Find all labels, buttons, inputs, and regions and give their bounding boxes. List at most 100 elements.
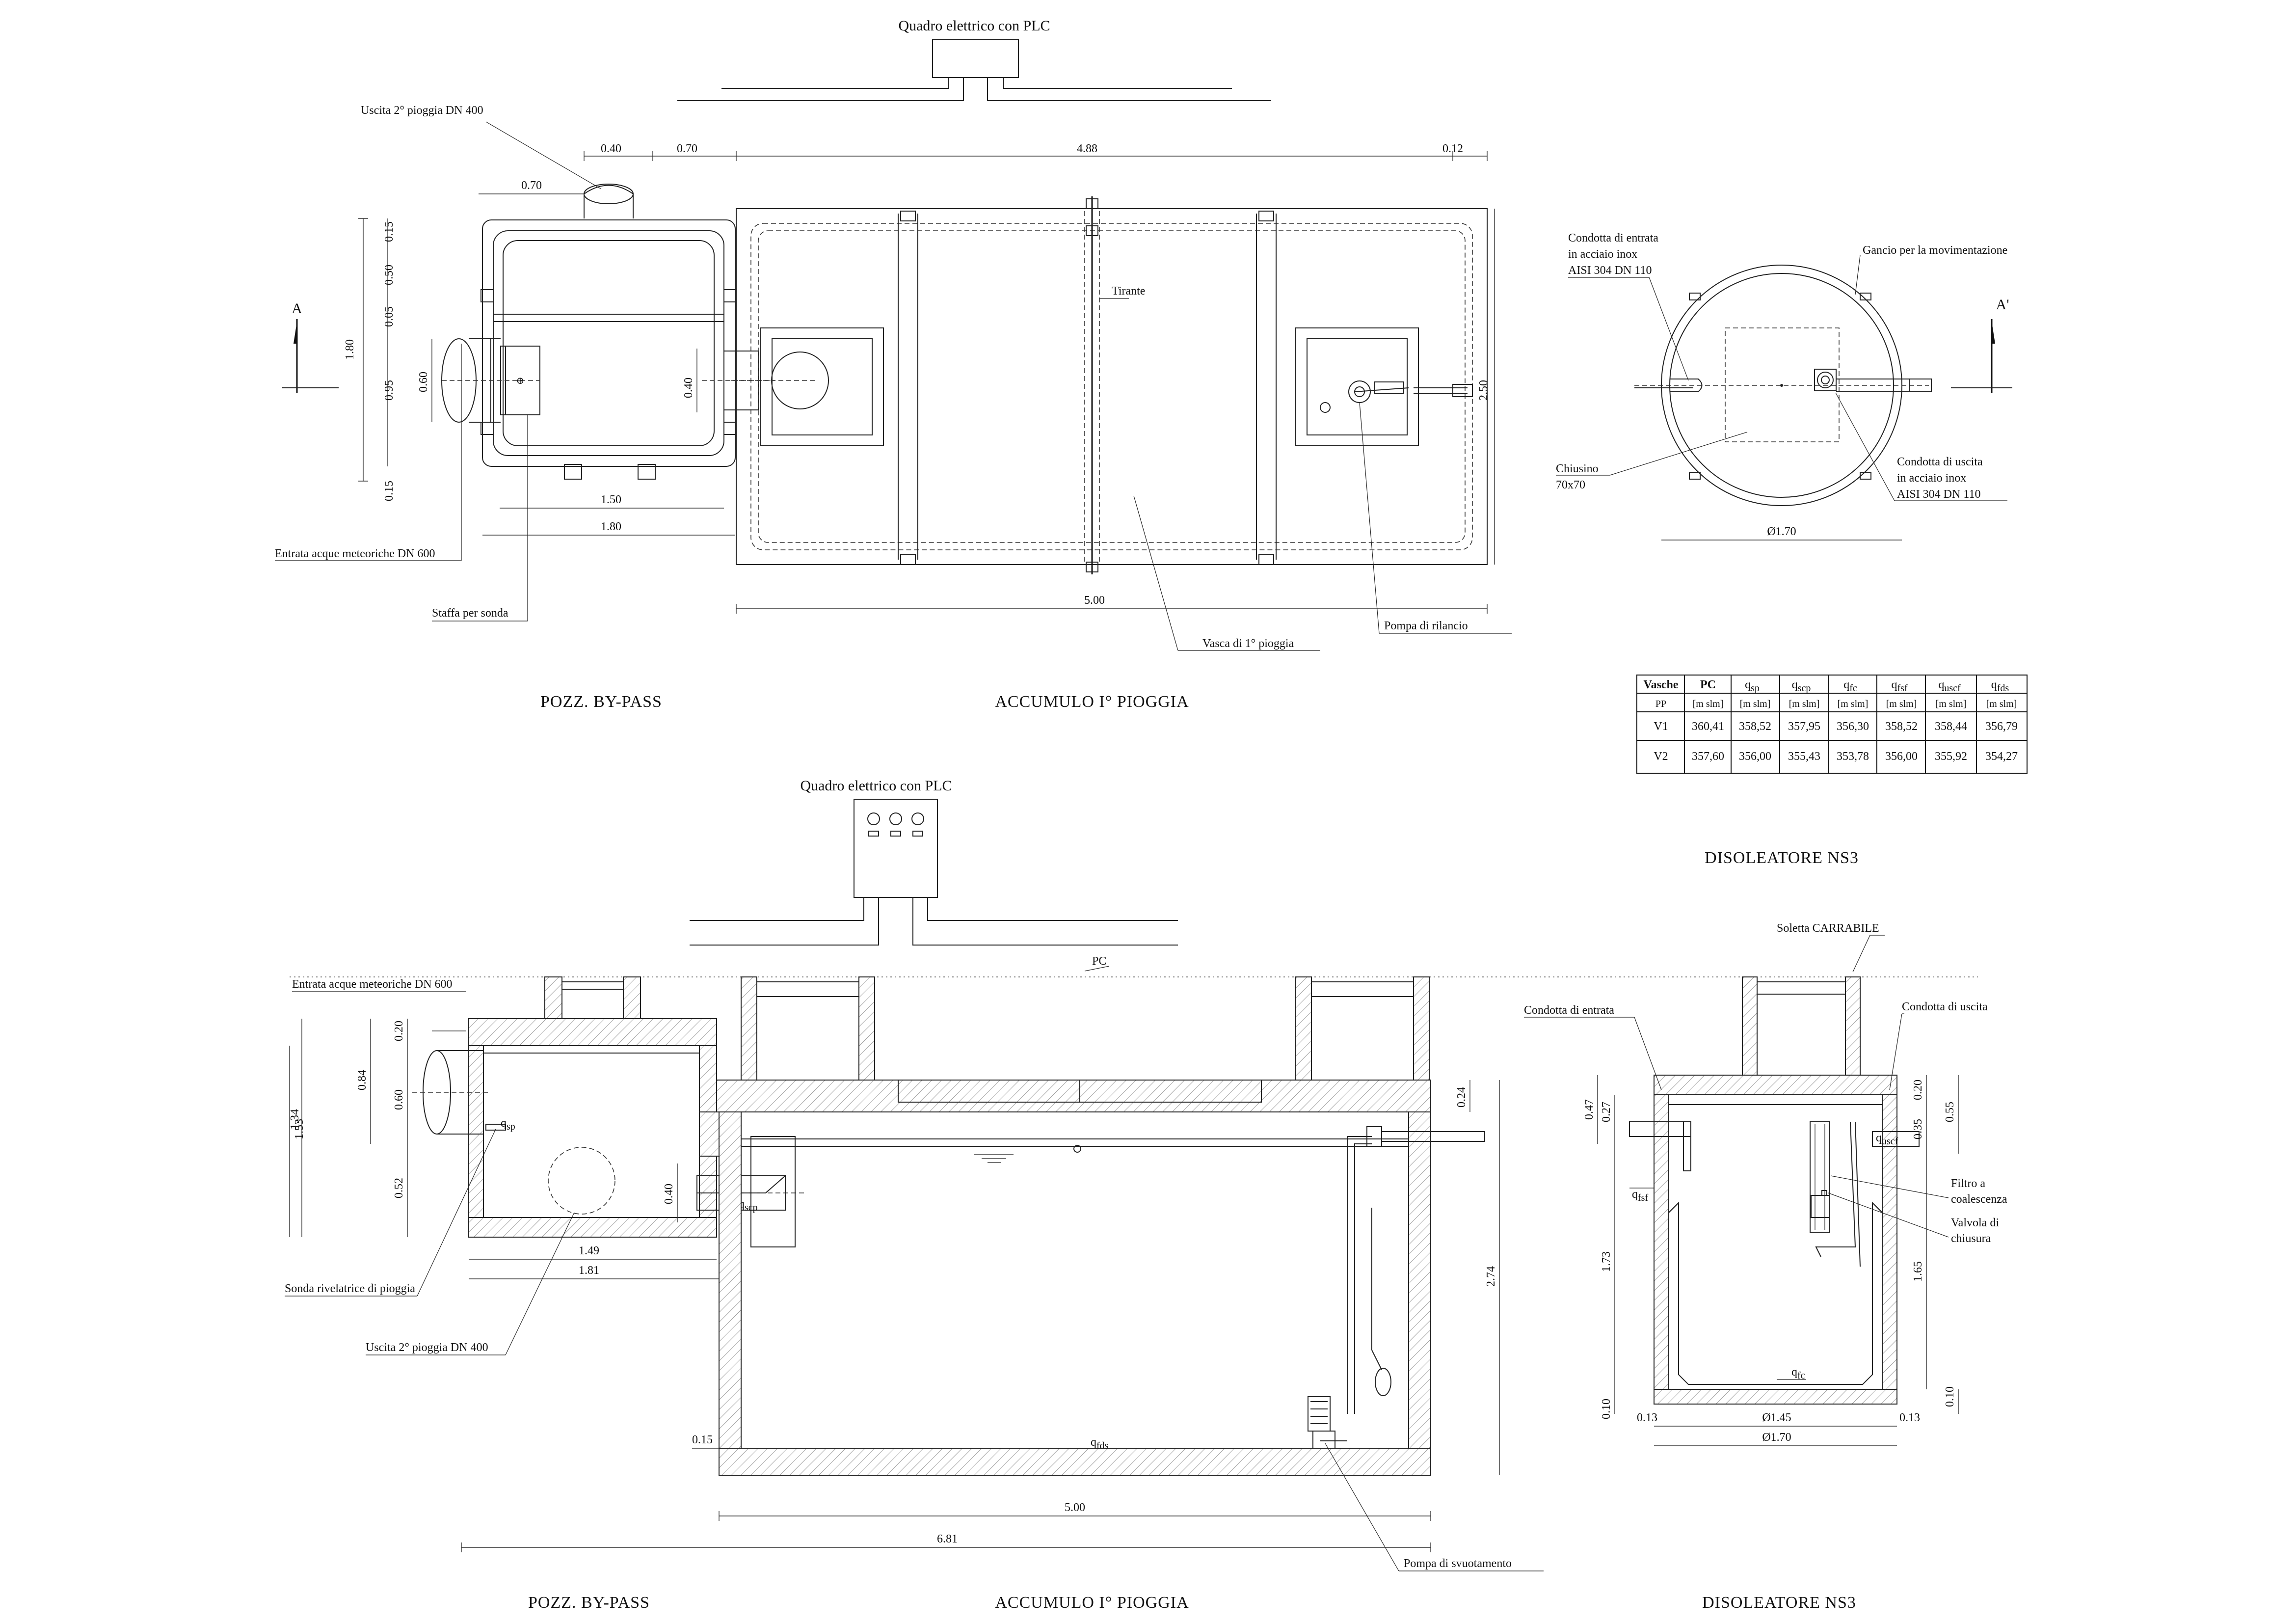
ns3-section: Soletta CARRABILE qfsf quscf qfc Condott… bbox=[1524, 922, 2007, 1612]
plan-dims-bottom-bypass: 1.50 1.80 Entrata acque meteoriche DN 60… bbox=[275, 344, 735, 622]
table-h1-0: Vasche bbox=[1643, 678, 1678, 691]
dim-sec-500: 5.00 bbox=[1065, 1501, 1085, 1514]
ns3-sec-out-label: Condotta di uscita bbox=[1902, 1001, 1988, 1013]
dim-plan-060: 0.60 bbox=[417, 372, 430, 392]
section-dims-bypass: 1.49 1.81 bbox=[469, 1244, 734, 1279]
table-h1-6: quscf bbox=[1938, 678, 1961, 694]
tank-section: Pompa di svuotamento qfds 0.24 2.74 0.15… bbox=[461, 976, 1544, 1571]
svg-text:354,27: 354,27 bbox=[1985, 750, 2018, 763]
plc-panel-section: Quadro elettrico con PLC bbox=[690, 778, 1178, 946]
dim-sec-024: 0.24 bbox=[1455, 1087, 1468, 1108]
table-h2-1: [m slm] bbox=[1693, 699, 1724, 709]
dim-sec-left-1: 1.53 bbox=[293, 1119, 306, 1139]
ns3-dim-right-2: 0.55 bbox=[1944, 1102, 1956, 1122]
title-accumulo-plan: ACCUMULO I° PIOGGIA bbox=[995, 693, 1189, 711]
table-h2-3: [m slm] bbox=[1789, 699, 1820, 709]
ns3-dim-left-0: 0.47 bbox=[1583, 1099, 1596, 1120]
dim-sec-015: 0.15 bbox=[692, 1434, 713, 1446]
table-h1-4: qfc bbox=[1843, 678, 1857, 694]
table-h1-7: qfds bbox=[1991, 678, 2009, 694]
filtro-label-0: Filtro a bbox=[1951, 1177, 1985, 1190]
plan-staffa-label: Staffa per sonda bbox=[432, 607, 508, 620]
table-h2-0: PP bbox=[1655, 699, 1666, 709]
section-mark-a: A bbox=[292, 300, 302, 317]
svg-text:356,00: 356,00 bbox=[1739, 750, 1771, 763]
plan-view: Quadro elettrico con PLC 0.40 0.70 4.88 … bbox=[275, 18, 1512, 711]
table-h2-2: [m slm] bbox=[1740, 699, 1771, 709]
tank-plan: 0.40 2.50 Tirante 5.00 Vasca bbox=[682, 196, 1512, 651]
title-accumulo-section: ACCUMULO I° PIOGGIA bbox=[995, 1594, 1189, 1612]
dim-plan-left-0: 0.15 bbox=[383, 221, 396, 242]
svg-text:357,95: 357,95 bbox=[1788, 720, 1820, 733]
svg-text:V2: V2 bbox=[1654, 750, 1668, 763]
dim-plan-top-1: 0.70 bbox=[677, 142, 697, 155]
dim-plan-250: 2.50 bbox=[1477, 380, 1490, 401]
ns3-plan: A' Condotta di entrata in acciaio inox A… bbox=[1556, 232, 2012, 867]
q-uscf: quscf bbox=[1876, 1132, 1898, 1147]
dim-plan-left-2: 0.05 bbox=[383, 306, 396, 327]
svg-text:356,30: 356,30 bbox=[1837, 720, 1869, 733]
plan-tirante-label: Tirante bbox=[1112, 285, 1145, 298]
ns3-dim-bottom-2: 0.13 bbox=[1899, 1411, 1920, 1424]
dim-plan-040: 0.40 bbox=[682, 378, 695, 398]
ns3-in-label-2: AISI 304 DN 110 bbox=[1568, 264, 1652, 277]
svg-text:358,52: 358,52 bbox=[1739, 720, 1771, 733]
dim-sec-181: 1.81 bbox=[579, 1264, 599, 1277]
svg-text:357,60: 357,60 bbox=[1692, 750, 1724, 763]
ns3-dim-bottom-0: 0.13 bbox=[1637, 1411, 1657, 1424]
q-fsf: qfsf bbox=[1632, 1188, 1648, 1203]
section-view: Quadro elettrico con PLC PC bbox=[285, 778, 1978, 1612]
plan-entrata-label: Entrata acque meteoriche DN 600 bbox=[275, 547, 435, 560]
title-bypass-section: POZZ. BY-PASS bbox=[528, 1594, 650, 1612]
dim-plan-180v: 1.80 bbox=[344, 339, 356, 360]
svg-text:353,78: 353,78 bbox=[1837, 750, 1869, 763]
valvola-label-0: Valvola di bbox=[1951, 1217, 1999, 1229]
table-h1-1: PC bbox=[1700, 678, 1716, 691]
ns3-dim-right-1: 0.35 bbox=[1912, 1119, 1924, 1139]
ns3-out-label-1: in acciaio inox bbox=[1897, 472, 1966, 485]
dim-plan-top-3: 0.12 bbox=[1442, 142, 1463, 155]
dim-plan-left-4: 0.15 bbox=[383, 481, 396, 501]
dim-plan-180h: 1.80 bbox=[601, 520, 621, 533]
pc-label: PC bbox=[1092, 955, 1106, 968]
ns3-in-label-0: Condotta di entrata bbox=[1568, 232, 1658, 244]
valvola-label-1: chiusura bbox=[1951, 1232, 1991, 1245]
ns3-in-label-1: in acciaio inox bbox=[1568, 248, 1637, 261]
plan-pompa-label: Pompa di rilancio bbox=[1384, 620, 1468, 632]
svg-text:360,41: 360,41 bbox=[1692, 720, 1724, 733]
dim-plan-070: 0.70 bbox=[521, 179, 542, 192]
table-h2-6: [m slm] bbox=[1936, 699, 1967, 709]
ns3-out-label-2: AISI 304 DN 110 bbox=[1897, 488, 1980, 501]
plc-label-section: Quadro elettrico con PLC bbox=[800, 778, 952, 794]
q-sp-section: qsp bbox=[501, 1117, 515, 1132]
section-uscita-label: Uscita 2° pioggia DN 400 bbox=[366, 1341, 488, 1354]
table-h1-3: qscp bbox=[1792, 678, 1811, 694]
table-h1-2: qsp bbox=[1745, 678, 1760, 694]
ns3-dim-right-3: 1.65 bbox=[1912, 1261, 1924, 1282]
svg-text:355,92: 355,92 bbox=[1935, 750, 1967, 763]
table-h2-7: [m slm] bbox=[1986, 699, 2017, 709]
ns3-dim-right-0: 0.20 bbox=[1912, 1080, 1924, 1100]
title-bypass-plan: POZZ. BY-PASS bbox=[540, 693, 662, 711]
table-h1-5: qfsf bbox=[1891, 678, 1907, 694]
table-row-v1: V1 360,41 358,52 357,95 356,30 358,52 35… bbox=[1654, 720, 2018, 733]
dim-plan-top-0: 0.40 bbox=[601, 142, 621, 155]
ns3-dim-left-3: 0.10 bbox=[1600, 1399, 1613, 1419]
dim-sec-274: 2.74 bbox=[1485, 1266, 1497, 1287]
sonda-label: Sonda rivelatrice di pioggia bbox=[285, 1282, 415, 1295]
dim-sec-left-4: 0.60 bbox=[393, 1089, 405, 1110]
svg-text:356,00: 356,00 bbox=[1885, 750, 1918, 763]
svg-text:355,43: 355,43 bbox=[1788, 750, 1820, 763]
section-dims-left: 1.34 1.53 0.84 0.20 0.60 0.52 bbox=[289, 1019, 408, 1237]
dim-plan-left-1: 0.50 bbox=[383, 265, 396, 285]
svg-text:356,79: 356,79 bbox=[1985, 720, 2018, 733]
ns3-gancio-label: Gancio per la movimentazione bbox=[1863, 244, 2007, 257]
ns3-chiusino-label-1: 70x70 bbox=[1556, 479, 1585, 491]
filtro-label-1: coalescenza bbox=[1951, 1193, 2007, 1206]
section-mark-a-prime: A' bbox=[1996, 297, 2009, 313]
bypass-plan: ⊕ bbox=[441, 219, 775, 480]
dim-sec-left-0: 1.34 bbox=[289, 1109, 301, 1130]
svg-text:358,44: 358,44 bbox=[1935, 720, 1967, 733]
section-entrata-label: Entrata acque meteoriche DN 600 bbox=[292, 978, 453, 991]
